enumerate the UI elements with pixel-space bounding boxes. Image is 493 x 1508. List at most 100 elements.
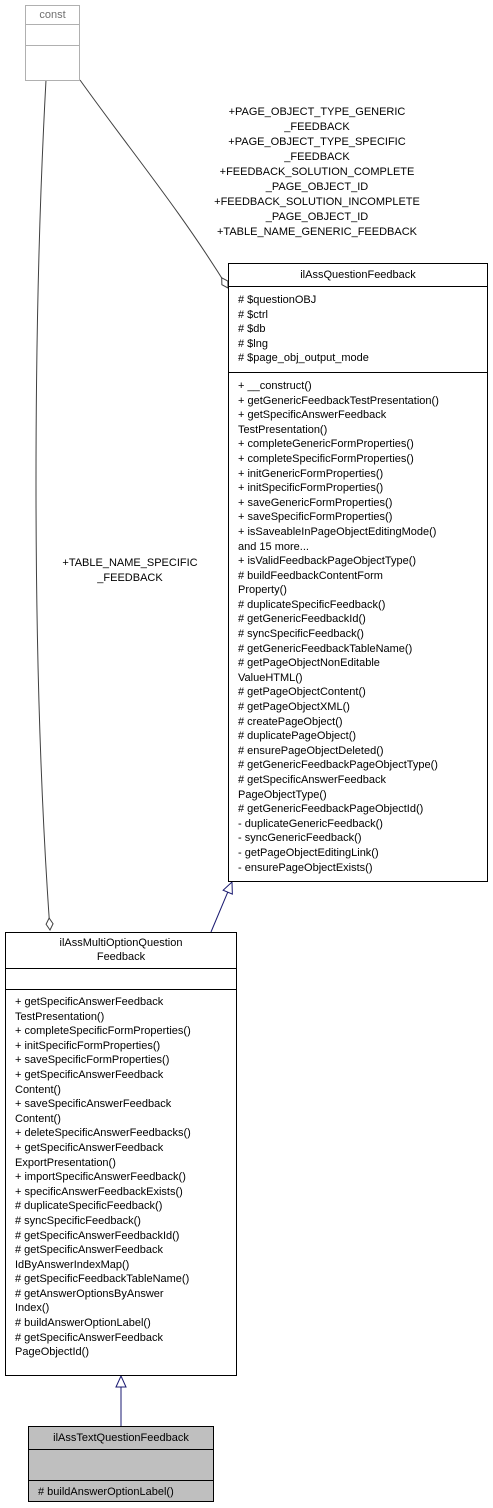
edge-multi-option-inherits-question-feedback	[210, 880, 233, 933]
method-line: # getGenericFeedbackPageObjectId()	[238, 803, 424, 816]
method-line: + specificAnswerFeedbackExists()	[15, 1185, 183, 1198]
method-line: + deleteSpecificAnswerFeedbacks()	[15, 1127, 191, 1140]
method-line: # getPageObjectXML()	[238, 701, 350, 714]
method-line: + saveSpecificAnswerFeedback	[15, 1098, 172, 1111]
methods-section-empty	[26, 45, 79, 66]
attributes-section: # $questionOBJ # $ctrl # $db # $lng # $p…	[229, 286, 487, 372]
method-line: + completeSpecificFormProperties()	[238, 452, 414, 465]
method-line: # duplicateSpecificFeedback()	[15, 1200, 163, 1213]
edge-const-to-multi-option	[35, 79, 54, 931]
method-line: # buildAnswerOptionLabel()	[38, 1486, 174, 1498]
method-line: IdByAnswerIndexMap()	[15, 1258, 130, 1271]
method-line: # duplicateSpecificFeedback()	[238, 598, 386, 611]
class-name-il-ass-question-feedback: ilAssQuestionFeedback	[229, 264, 487, 286]
edge-label-line: +TABLE_NAME_GENERIC_FEEDBACK	[217, 226, 417, 238]
edge-label-line: +TABLE_NAME_SPECIFIC	[62, 557, 198, 569]
method-line: TestPresentation()	[238, 423, 328, 436]
method-line: + getGenericFeedbackTestPresentation()	[238, 394, 439, 407]
method-line: - duplicateGenericFeedback()	[238, 817, 383, 830]
method-line: + isValidFeedbackPageObjectType()	[238, 555, 417, 568]
class-name-line: Feedback	[96, 951, 146, 963]
edge-label-line: _PAGE_OBJECT_ID	[265, 181, 369, 193]
method-line: + importSpecificAnswerFeedback()	[15, 1171, 186, 1184]
method-line: TestPresentation()	[15, 1010, 105, 1023]
method-line: # getGenericFeedbackId()	[238, 613, 366, 626]
method-line: # createPageObject()	[238, 715, 343, 728]
method-line: Index()	[15, 1302, 50, 1315]
method-line: + completeGenericFormProperties()	[238, 438, 414, 451]
method-line: + saveSpecificFormProperties()	[15, 1054, 170, 1067]
class-name-line: ilAssQuestionFeedback	[300, 269, 416, 281]
class-box-const[interactable]: const	[25, 5, 80, 81]
method-line: # ensurePageObjectDeleted()	[238, 744, 384, 757]
class-name-const: const	[26, 6, 79, 24]
edge-label-line: +FEEDBACK_SOLUTION_INCOMPLETE	[214, 196, 420, 208]
method-line: - syncGenericFeedback()	[238, 832, 362, 845]
method-line: + completeSpecificFormProperties()	[15, 1025, 191, 1038]
attribute-line: # $db	[238, 323, 266, 336]
attribute-line: # $lng	[238, 337, 268, 350]
method-line: # getAnswerOptionsByAnswer	[15, 1287, 164, 1300]
method-line: # getPageObjectContent()	[238, 686, 366, 699]
method-line: + getSpecificAnswerFeedback	[238, 409, 387, 422]
methods-section: + getSpecificAnswerFeedback TestPresenta…	[6, 989, 236, 1363]
more-methods-link[interactable]: and 15 more...	[238, 540, 309, 553]
method-line: + saveGenericFormProperties()	[238, 496, 393, 509]
method-line: # getSpecificFeedbackTableName()	[15, 1273, 190, 1286]
method-line: # getSpecificAnswerFeedback	[15, 1244, 163, 1257]
class-name-il-ass-text-question-feedback: ilAssTextQuestionFeedback	[29, 1427, 213, 1449]
method-line: # buildFeedbackContentForm	[238, 569, 383, 582]
method-line: + __construct()	[238, 379, 312, 392]
edge-label-line: _PAGE_OBJECT_ID	[265, 211, 369, 223]
edge-label-line: +FEEDBACK_SOLUTION_COMPLETE	[219, 166, 415, 178]
edge-label-line: _FEEDBACK	[97, 572, 163, 584]
attribute-line: # $ctrl	[238, 308, 268, 321]
class-box-il-ass-question-feedback[interactable]: ilAssQuestionFeedback # $questionOBJ # $…	[228, 263, 488, 882]
method-line: # syncSpecificFeedback()	[238, 628, 364, 641]
method-line: # buildAnswerOptionLabel()	[15, 1317, 151, 1330]
methods-section: # buildAnswerOptionLabel()	[29, 1480, 213, 1503]
attribute-line: # $page_obj_output_mode	[238, 352, 369, 365]
method-line: + initSpecificFormProperties()	[15, 1039, 161, 1052]
method-line: # getSpecificAnswerFeedbackId()	[15, 1229, 180, 1242]
class-name-line: ilAssMultiOptionQuestion	[59, 937, 183, 949]
edge-label-line: _FEEDBACK	[284, 121, 350, 133]
method-line: Content()	[15, 1112, 61, 1125]
method-line: PageObjectId()	[15, 1346, 89, 1359]
methods-section: + __construct() + getGenericFeedbackTest…	[229, 371, 487, 878]
attributes-section-empty	[6, 968, 236, 989]
class-box-il-ass-text-question-feedback[interactable]: ilAssTextQuestionFeedback # buildAnswerO…	[28, 1426, 214, 1502]
edge-label-specific-constants: +TABLE_NAME_SPECIFIC _FEEDBACK	[40, 556, 220, 586]
edge-label-line: +PAGE_OBJECT_TYPE_GENERIC	[228, 106, 406, 118]
attributes-section-empty	[26, 24, 79, 45]
method-line: + getSpecificAnswerFeedback	[15, 1068, 164, 1081]
edge-label-generic-constants: +PAGE_OBJECT_TYPE_GENERIC _FEEDBACK +PAG…	[186, 105, 448, 240]
method-line: + getSpecificAnswerFeedback	[15, 996, 164, 1008]
edge-const-to-question-feedback	[79, 79, 229, 289]
method-line: # getSpecificAnswerFeedback	[238, 774, 386, 786]
method-line: PageObjectType()	[238, 788, 327, 801]
class-name-line: const	[39, 9, 66, 21]
method-line: Content()	[15, 1083, 61, 1096]
method-line: + initSpecificFormProperties()	[238, 482, 384, 495]
method-line: # getPageObjectNonEditable	[238, 657, 380, 670]
class-box-il-ass-multi-option-question-feedback[interactable]: ilAssMultiOptionQuestion Feedback + getS…	[5, 932, 237, 1376]
edge-label-line: _FEEDBACK	[284, 151, 350, 163]
edge-label-line: +PAGE_OBJECT_TYPE_SPECIFIC	[228, 136, 406, 148]
method-line: # duplicatePageObject()	[238, 730, 357, 743]
class-name-il-ass-multi-option-question-feedback: ilAssMultiOptionQuestion Feedback	[6, 933, 236, 968]
attributes-section-empty	[29, 1449, 213, 1480]
method-line: - ensurePageObjectExists()	[238, 861, 373, 874]
method-line: Property()	[238, 584, 287, 597]
class-name-line: ilAssTextQuestionFeedback	[53, 1432, 189, 1444]
method-line: + initGenericFormProperties()	[238, 467, 384, 480]
method-line: # getGenericFeedbackPageObjectType()	[238, 759, 438, 772]
method-line: # syncSpecificFeedback()	[15, 1214, 141, 1227]
method-line: - getPageObjectEditingLink()	[238, 846, 379, 859]
attribute-line: # $questionOBJ	[238, 294, 317, 306]
method-line: ValueHTML()	[238, 671, 303, 684]
method-line: # getGenericFeedbackTableName()	[238, 642, 413, 655]
method-line: # getSpecificAnswerFeedback	[15, 1331, 163, 1344]
method-line: + saveSpecificFormProperties()	[238, 511, 393, 524]
